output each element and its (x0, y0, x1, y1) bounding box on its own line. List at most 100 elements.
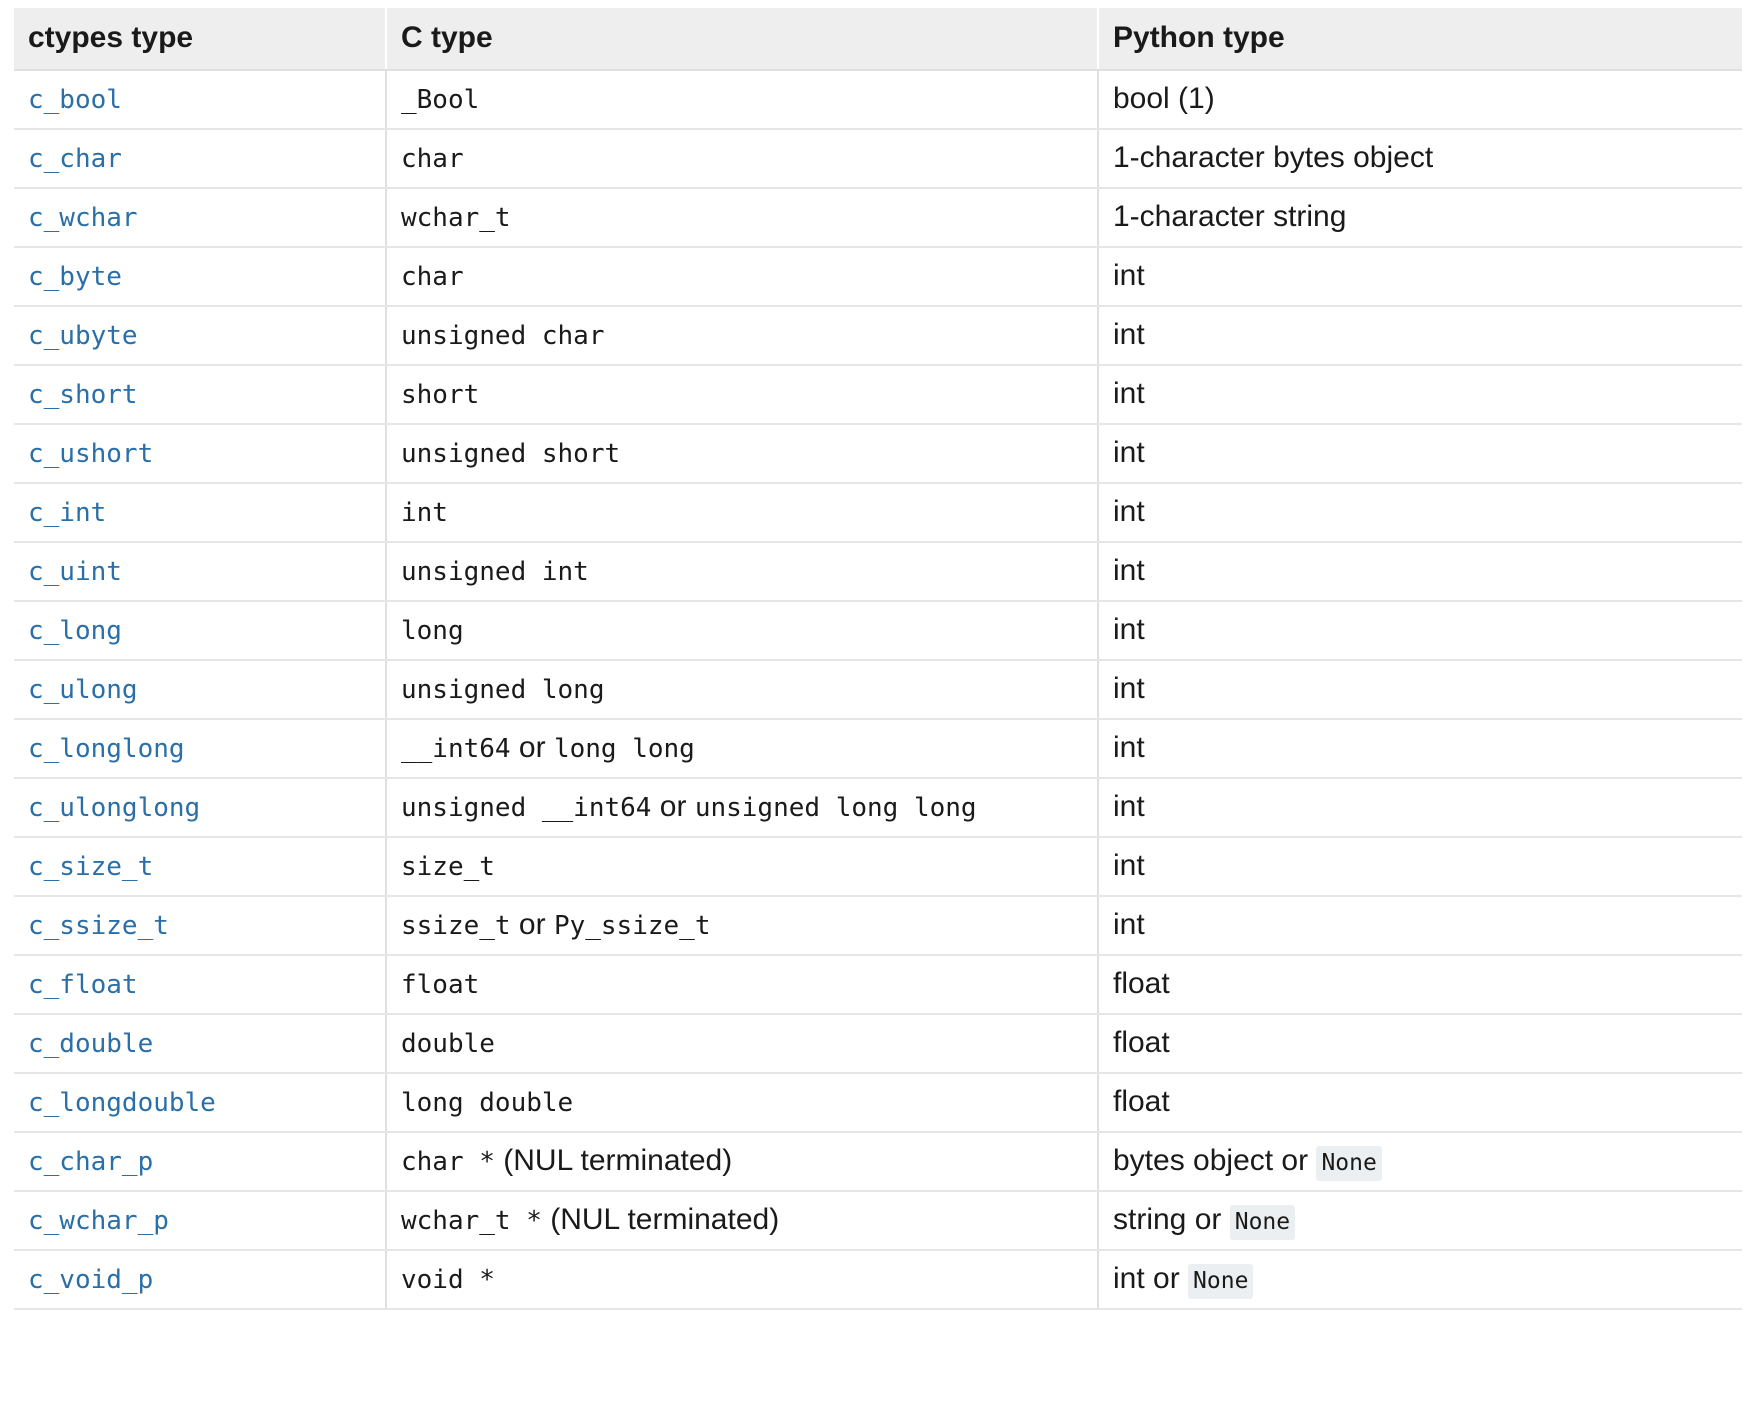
code-literal: unsigned long long (694, 793, 977, 823)
cell-ctypes-type: c_double (14, 1014, 386, 1074)
cell-python-type: int (1097, 247, 1742, 307)
plain-text: string or (1113, 1203, 1230, 1236)
table-row: c_ssize_t ssize_t or Py_ssize_t int (14, 896, 1742, 956)
cell-python-type: int (1097, 365, 1742, 425)
cell-ctypes-type: c_size_t (14, 837, 386, 897)
ctypes-type-table: ctypes type C type Python type c_bool _Bo… (14, 8, 1742, 1310)
cell-c-type: long double (385, 1073, 1098, 1133)
plain-text: bool (1) (1113, 82, 1215, 115)
plain-text: int (1113, 790, 1145, 823)
ctypes-type-link[interactable]: c_ulonglong (28, 793, 201, 823)
code-literal: wchar_t (401, 203, 511, 233)
table-row: c_void_p void * int or None (14, 1250, 1742, 1310)
cell-c-type: short (385, 365, 1098, 425)
plain-text: int (1113, 672, 1145, 705)
cell-ctypes-type: c_wchar_p (14, 1191, 386, 1251)
plain-text: or (510, 908, 554, 941)
ctypes-type-link[interactable]: c_char (28, 144, 122, 174)
code-literal: unsigned char (401, 321, 605, 351)
ctypes-type-link[interactable]: c_wchar_p (28, 1206, 169, 1236)
code-literal: char (401, 144, 464, 174)
ctypes-type-link[interactable]: c_ushort (28, 439, 154, 469)
cell-python-type: 1-character string (1097, 188, 1742, 248)
cell-python-type: int (1097, 719, 1742, 779)
cell-ctypes-type: c_wchar (14, 188, 386, 248)
table-row: c_short short int (14, 365, 1742, 425)
code-literal: unsigned __int64 (401, 793, 652, 823)
table-row: c_longdouble long double float (14, 1073, 1742, 1133)
cell-python-type: int (1097, 660, 1742, 720)
ctypes-type-link[interactable]: c_float (28, 970, 138, 1000)
ctypes-type-link[interactable]: c_byte (28, 262, 122, 292)
table-row: c_ubyte unsigned char int (14, 306, 1742, 366)
cell-c-type: ssize_t or Py_ssize_t (385, 896, 1098, 956)
plain-text: int (1113, 377, 1145, 410)
cell-python-type: int (1097, 483, 1742, 543)
plain-text: bytes object or (1113, 1144, 1317, 1177)
code-literal: wchar_t * (401, 1206, 542, 1236)
cell-ctypes-type: c_void_p (14, 1250, 386, 1310)
cell-python-type: int (1097, 601, 1742, 661)
code-literal: unsigned int (401, 557, 589, 587)
literal-badge: None (1188, 1264, 1254, 1299)
ctypes-type-link[interactable]: c_long (28, 616, 122, 646)
ctypes-type-link[interactable]: c_ssize_t (28, 911, 169, 941)
cell-c-type: unsigned __int64 or unsigned long long (385, 778, 1098, 838)
ctypes-type-link[interactable]: c_longdouble (28, 1088, 216, 1118)
code-literal: unsigned short (401, 439, 621, 469)
cell-c-type: unsigned int (385, 542, 1098, 602)
cell-python-type: int (1097, 778, 1742, 838)
cell-ctypes-type: c_ssize_t (14, 896, 386, 956)
ctypes-type-link[interactable]: c_void_p (28, 1265, 154, 1295)
plain-text: float (1113, 967, 1170, 1000)
cell-ctypes-type: c_longdouble (14, 1073, 386, 1133)
code-literal: _Bool (401, 85, 480, 115)
cell-python-type: float (1097, 1014, 1742, 1074)
cell-ctypes-type: c_char (14, 129, 386, 189)
cell-c-type: wchar_t * (NUL terminated) (385, 1191, 1098, 1251)
cell-c-type: float (385, 955, 1098, 1015)
ctypes-type-link[interactable]: c_wchar (28, 203, 138, 233)
cell-python-type: float (1097, 955, 1742, 1015)
table-row: c_wchar_p wchar_t * (NUL terminated) strin… (14, 1191, 1742, 1251)
column-header-ctypes-type: ctypes type (14, 8, 386, 71)
cell-ctypes-type: c_uint (14, 542, 386, 602)
ctypes-type-link[interactable]: c_ubyte (28, 321, 138, 351)
ctypes-type-link[interactable]: c_char_p (28, 1147, 154, 1177)
ctypes-type-link[interactable]: c_longlong (28, 734, 185, 764)
ctypes-type-link[interactable]: c_ulong (28, 675, 138, 705)
column-header-c-type: C type (385, 8, 1098, 71)
cell-ctypes-type: c_int (14, 483, 386, 543)
cell-c-type: unsigned long (385, 660, 1098, 720)
cell-c-type: long (385, 601, 1098, 661)
plain-text: int (1113, 908, 1145, 941)
ctypes-type-link[interactable]: c_short (28, 380, 138, 410)
ctypes-type-link[interactable]: c_int (28, 498, 107, 528)
cell-c-type: size_t (385, 837, 1098, 897)
column-header-python-type: Python type (1097, 8, 1742, 71)
code-literal: size_t (401, 852, 495, 882)
ctypes-type-link[interactable]: c_double (28, 1029, 154, 1059)
cell-c-type: int (385, 483, 1098, 543)
cell-ctypes-type: c_byte (14, 247, 386, 307)
cell-c-type: void * (385, 1250, 1098, 1310)
ctypes-type-link[interactable]: c_size_t (28, 852, 154, 882)
plain-text: float (1113, 1026, 1170, 1059)
cell-python-type: int (1097, 306, 1742, 366)
plain-text: float (1113, 1085, 1170, 1118)
cell-ctypes-type: c_float (14, 955, 386, 1015)
ctypes-type-link[interactable]: c_bool (28, 85, 122, 115)
cell-c-type: char (385, 247, 1098, 307)
table-header-row: ctypes type C type Python type (14, 8, 1742, 71)
plain-text: int or (1113, 1262, 1189, 1295)
code-literal: char (401, 262, 464, 292)
cell-c-type: unsigned short (385, 424, 1098, 484)
code-literal: short (401, 380, 480, 410)
ctypes-type-link[interactable]: c_uint (28, 557, 122, 587)
plain-text: or (510, 731, 554, 764)
literal-badge: None (1316, 1146, 1382, 1181)
cell-python-type: int (1097, 542, 1742, 602)
